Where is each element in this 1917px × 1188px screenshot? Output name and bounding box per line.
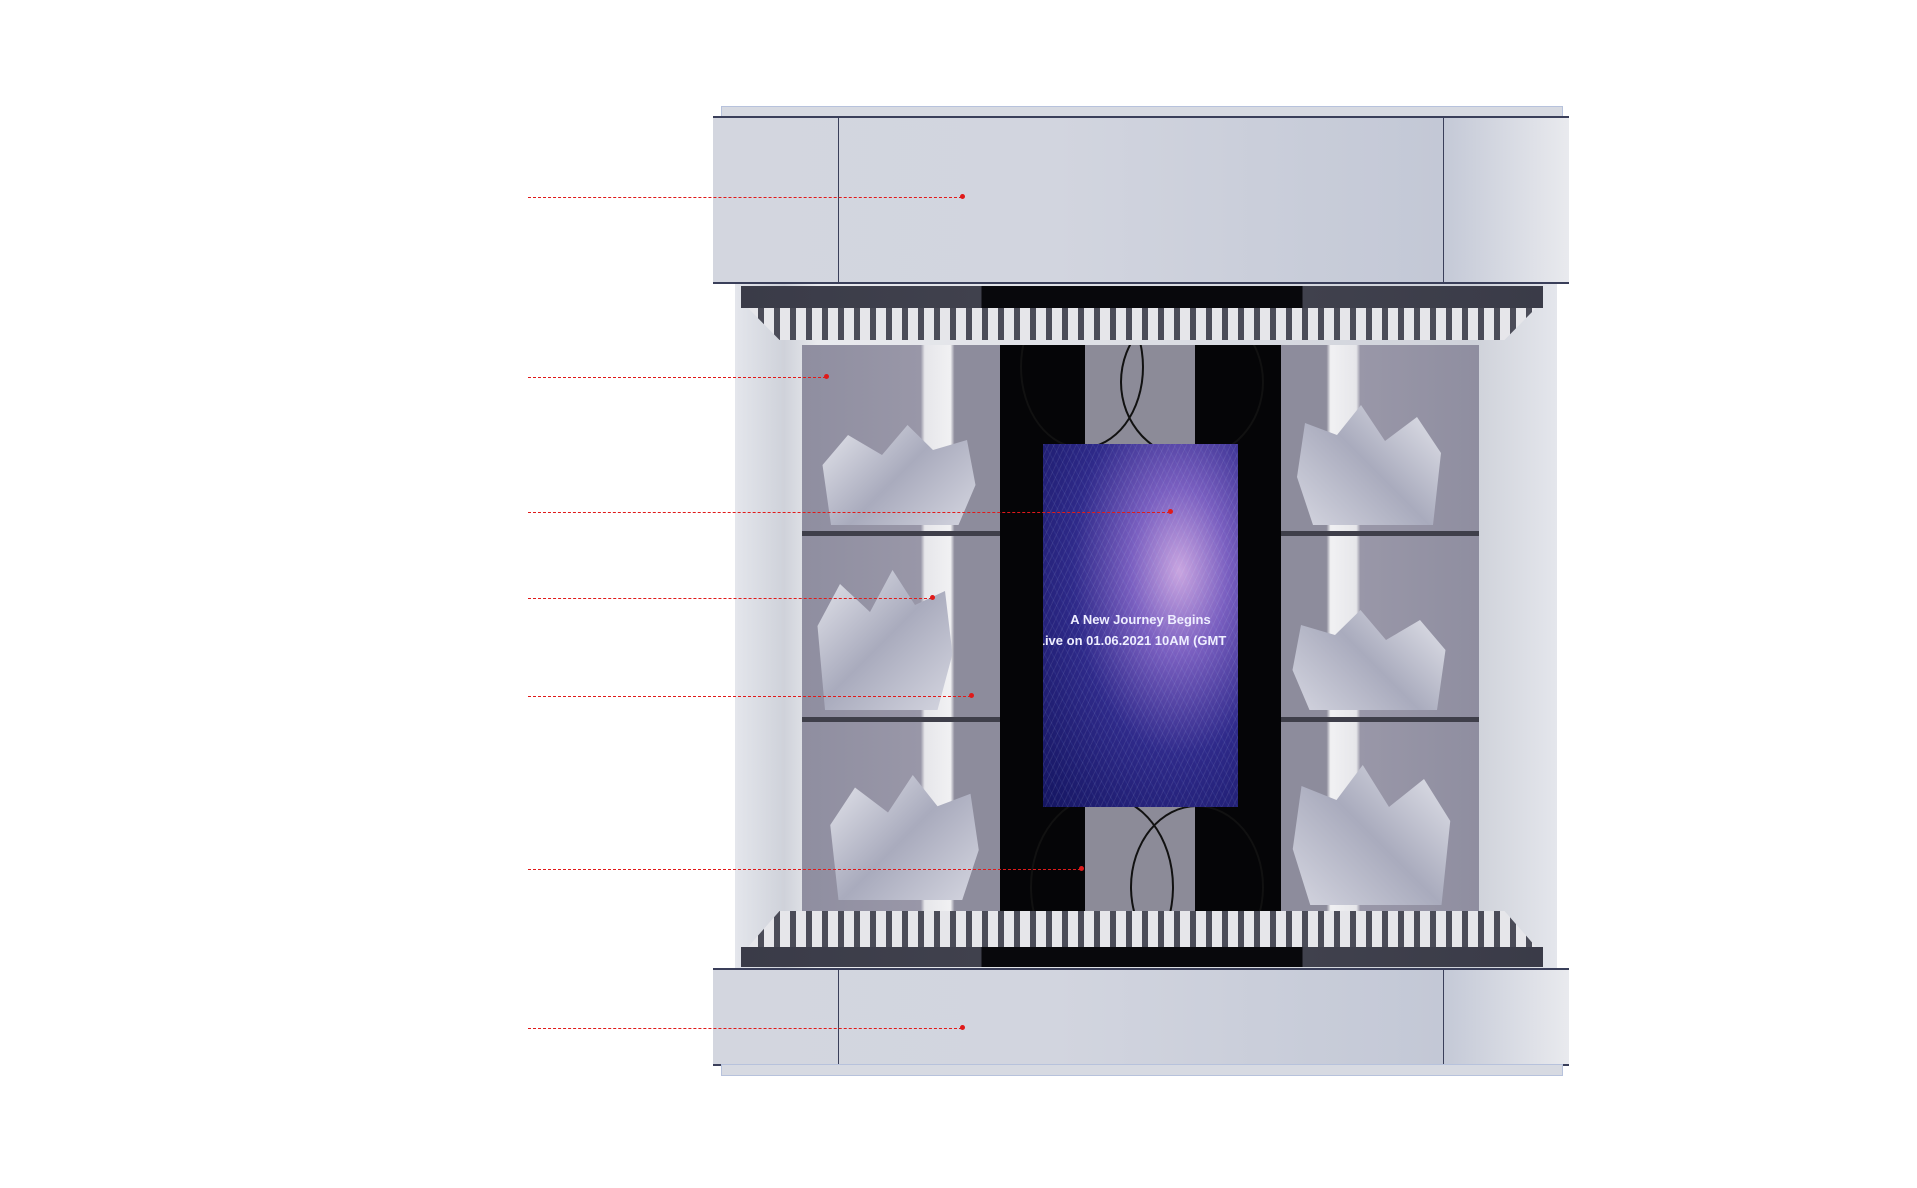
shelf xyxy=(802,717,1000,722)
callout-dot xyxy=(960,194,965,199)
statue xyxy=(1284,765,1459,905)
callout-leader-cables xyxy=(528,869,1081,870)
callout-dot xyxy=(969,693,974,698)
callout-dot xyxy=(960,1025,965,1030)
callout-leader-base xyxy=(528,1028,962,1029)
shelf xyxy=(1281,531,1479,536)
callout-leader-statue xyxy=(528,598,932,599)
bottom-grille xyxy=(748,911,1536,947)
statue xyxy=(822,425,976,525)
bottom-base-panel xyxy=(713,968,1569,1066)
callout-dot xyxy=(930,595,935,600)
callout-dot xyxy=(1079,866,1084,871)
statue xyxy=(1284,610,1454,710)
callout-leader-header xyxy=(528,197,962,198)
callout-leader-bay xyxy=(528,377,826,378)
top-grille xyxy=(748,308,1536,340)
right-display-bay xyxy=(1281,345,1479,911)
callout-leader-qr xyxy=(528,696,971,697)
screen-subline: Live on 01.06.2021 10AM (GMT xyxy=(1043,633,1227,648)
statue xyxy=(830,775,979,900)
bottom-dark-rail xyxy=(741,947,1543,967)
callout-dot xyxy=(1168,509,1173,514)
bottom-cap xyxy=(721,1064,1563,1076)
callout-dot xyxy=(824,374,829,379)
shelf xyxy=(1281,717,1479,722)
callout-leader-screen xyxy=(528,512,1170,513)
screen-headline: A New Journey Begins xyxy=(1070,612,1211,627)
top-header-panel xyxy=(713,116,1569,284)
statue xyxy=(1289,405,1449,525)
digital-screen: A New Journey Begins Live on 01.06.2021 … xyxy=(1043,444,1238,807)
shelf xyxy=(802,531,1000,536)
statue xyxy=(817,570,953,710)
left-display-bay xyxy=(802,345,1000,911)
top-dark-rail xyxy=(741,286,1543,308)
